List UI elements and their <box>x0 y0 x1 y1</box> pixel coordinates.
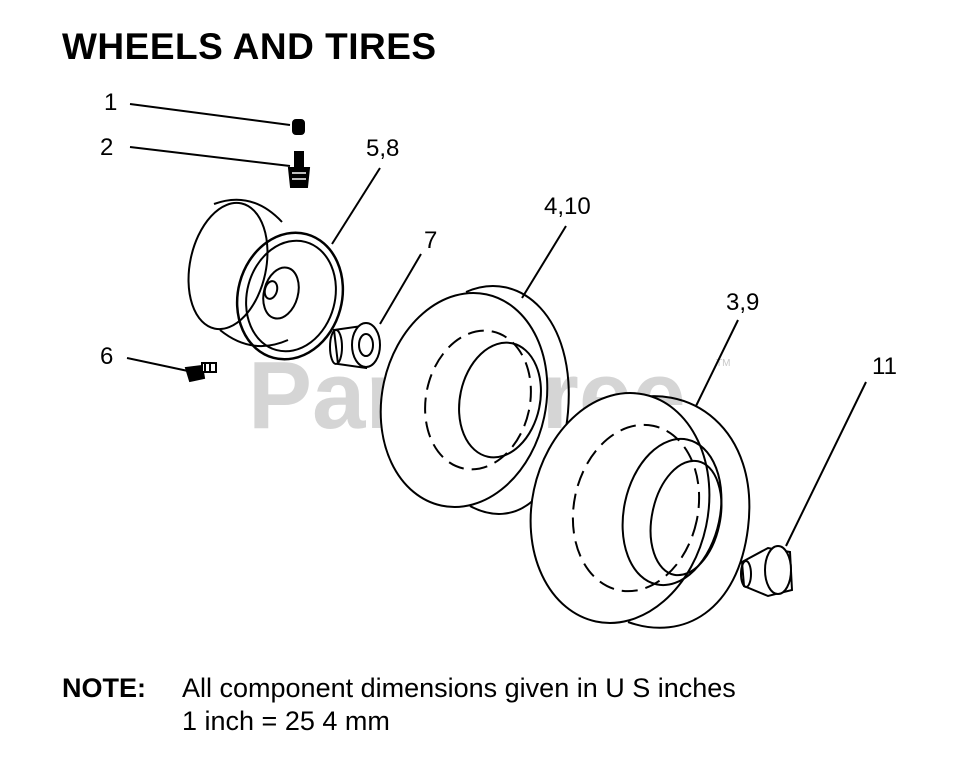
leader-line-11 <box>785 381 867 547</box>
callout-1: 1 <box>104 89 117 116</box>
callout-6: 6 <box>100 343 113 370</box>
note-line-2: 1 inch = 25 4 mm <box>182 706 390 736</box>
dimension-note: NOTE: All component dimensions given in U… <box>62 672 736 738</box>
note-label: NOTE: <box>62 673 146 703</box>
valve-stem-part-2 <box>287 151 311 188</box>
watermark-trademark: TM <box>716 358 730 369</box>
callout-7: 7 <box>424 227 437 254</box>
callout-11: 11 <box>872 353 897 380</box>
leader-line-3-9 <box>695 319 739 407</box>
leader-line-5-8 <box>331 167 381 245</box>
leader-line-2 <box>129 146 291 167</box>
wheel-rim-part-5-8 <box>187 198 345 361</box>
leader-line-6 <box>126 357 189 372</box>
tire-part-3-9 <box>529 392 751 629</box>
leader-line-4-10 <box>521 225 567 299</box>
callout-2: 2 <box>100 134 113 161</box>
bolt-part-6 <box>184 362 217 383</box>
hub-cap-part-11 <box>740 545 794 598</box>
note-line-1: All component dimensions given in U S in… <box>182 673 736 703</box>
tire-part-4-10 <box>379 285 570 515</box>
callout-4-10: 4,10 <box>544 193 591 220</box>
callout-3-9: 3,9 <box>726 289 759 316</box>
leader-line-7 <box>379 253 422 325</box>
page-title: WHEELS AND TIRES <box>62 26 437 67</box>
leader-line-1 <box>129 103 291 126</box>
valve-cap-part-1 <box>292 119 305 135</box>
callout-5-8: 5,8 <box>366 135 399 162</box>
bushing-part-7 <box>329 322 381 370</box>
